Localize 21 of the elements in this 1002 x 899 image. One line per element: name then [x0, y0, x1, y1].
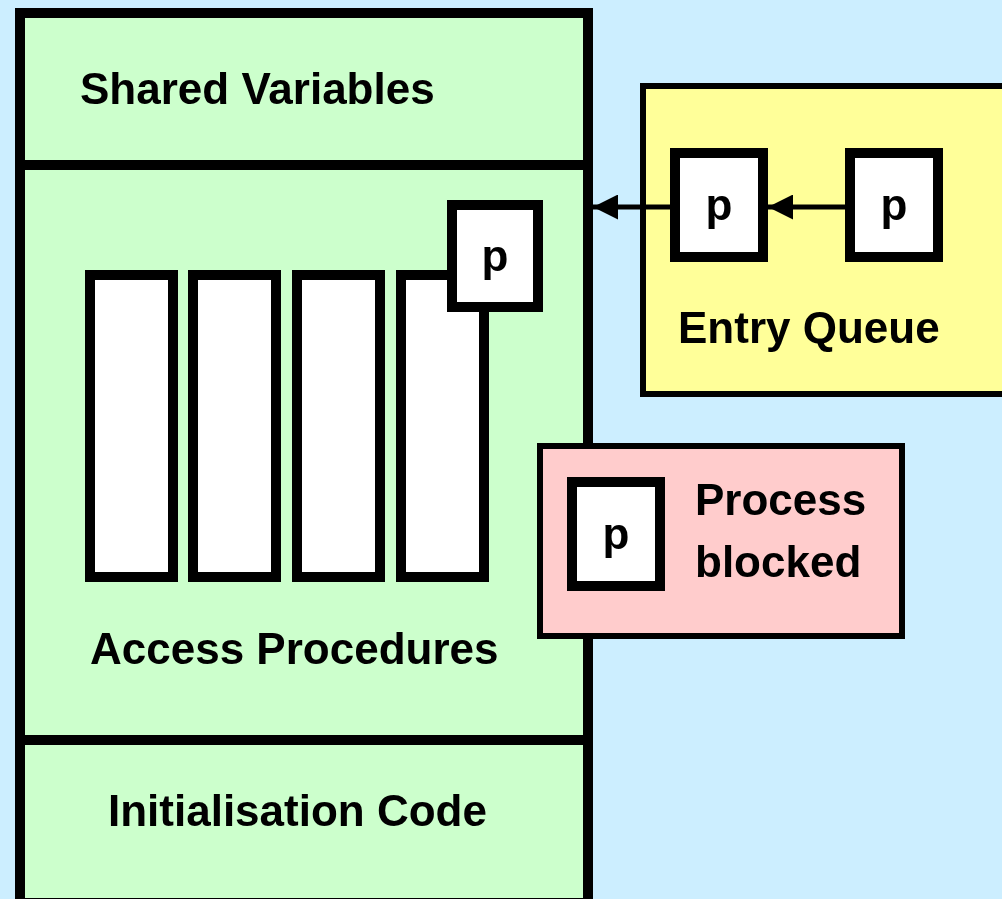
process-label: p [705, 183, 733, 227]
process-box [447, 200, 543, 312]
process-label: p [602, 512, 630, 556]
arrow [768, 194, 845, 220]
queue-box [640, 83, 1002, 397]
process-label: p [880, 183, 908, 227]
procedure-bar [292, 270, 385, 582]
process-box [670, 148, 768, 262]
box-label: Initialisation Code [108, 785, 487, 837]
monitor-box [15, 8, 593, 899]
box-label: Shared Variables [80, 63, 435, 115]
procedure-bar [85, 270, 178, 582]
box-label: Access Procedures [90, 623, 499, 675]
box-label: Entry Queue [678, 302, 940, 354]
process-label: p [481, 234, 509, 278]
box-label: Process blocked [695, 474, 868, 588]
process-box [845, 148, 943, 262]
arrow [593, 194, 670, 220]
process-box [567, 477, 665, 591]
procedure-bar [188, 270, 281, 582]
blocked-box [537, 443, 905, 639]
